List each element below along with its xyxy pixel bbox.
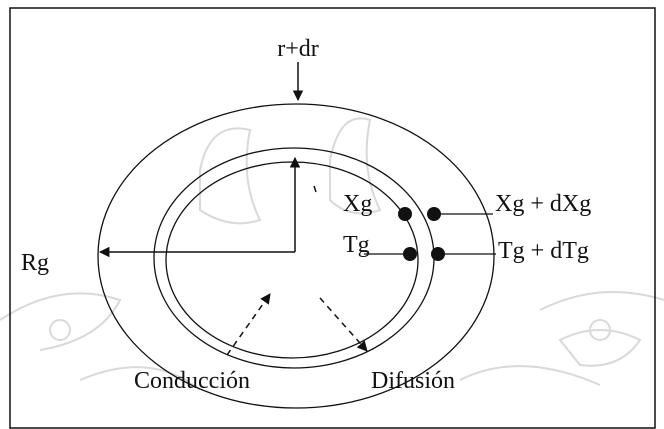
temperature-delta-label: Tg + dTg xyxy=(498,238,589,264)
concentration-point xyxy=(398,207,412,221)
diagram-frame xyxy=(9,7,656,429)
concentration-delta-label: Xg + dXg xyxy=(495,191,591,217)
middle-shell-ellipse xyxy=(153,147,435,369)
diffusion-label: Difusión xyxy=(371,368,455,394)
inner-shell-ellipse xyxy=(165,161,419,359)
diffusion-arrow xyxy=(319,297,368,352)
watermark-pattern xyxy=(0,117,664,391)
outer-radius-label: r+dr xyxy=(277,36,319,62)
particle-radius-label: Rg xyxy=(21,250,49,276)
center-tick xyxy=(313,185,317,193)
temperature-label: Tg xyxy=(343,232,370,258)
conduction-label: Conducción xyxy=(134,368,250,394)
conduction-arrow xyxy=(226,293,271,356)
outer-shell-ellipse xyxy=(97,103,495,409)
concentration-label: Xg xyxy=(343,191,372,217)
